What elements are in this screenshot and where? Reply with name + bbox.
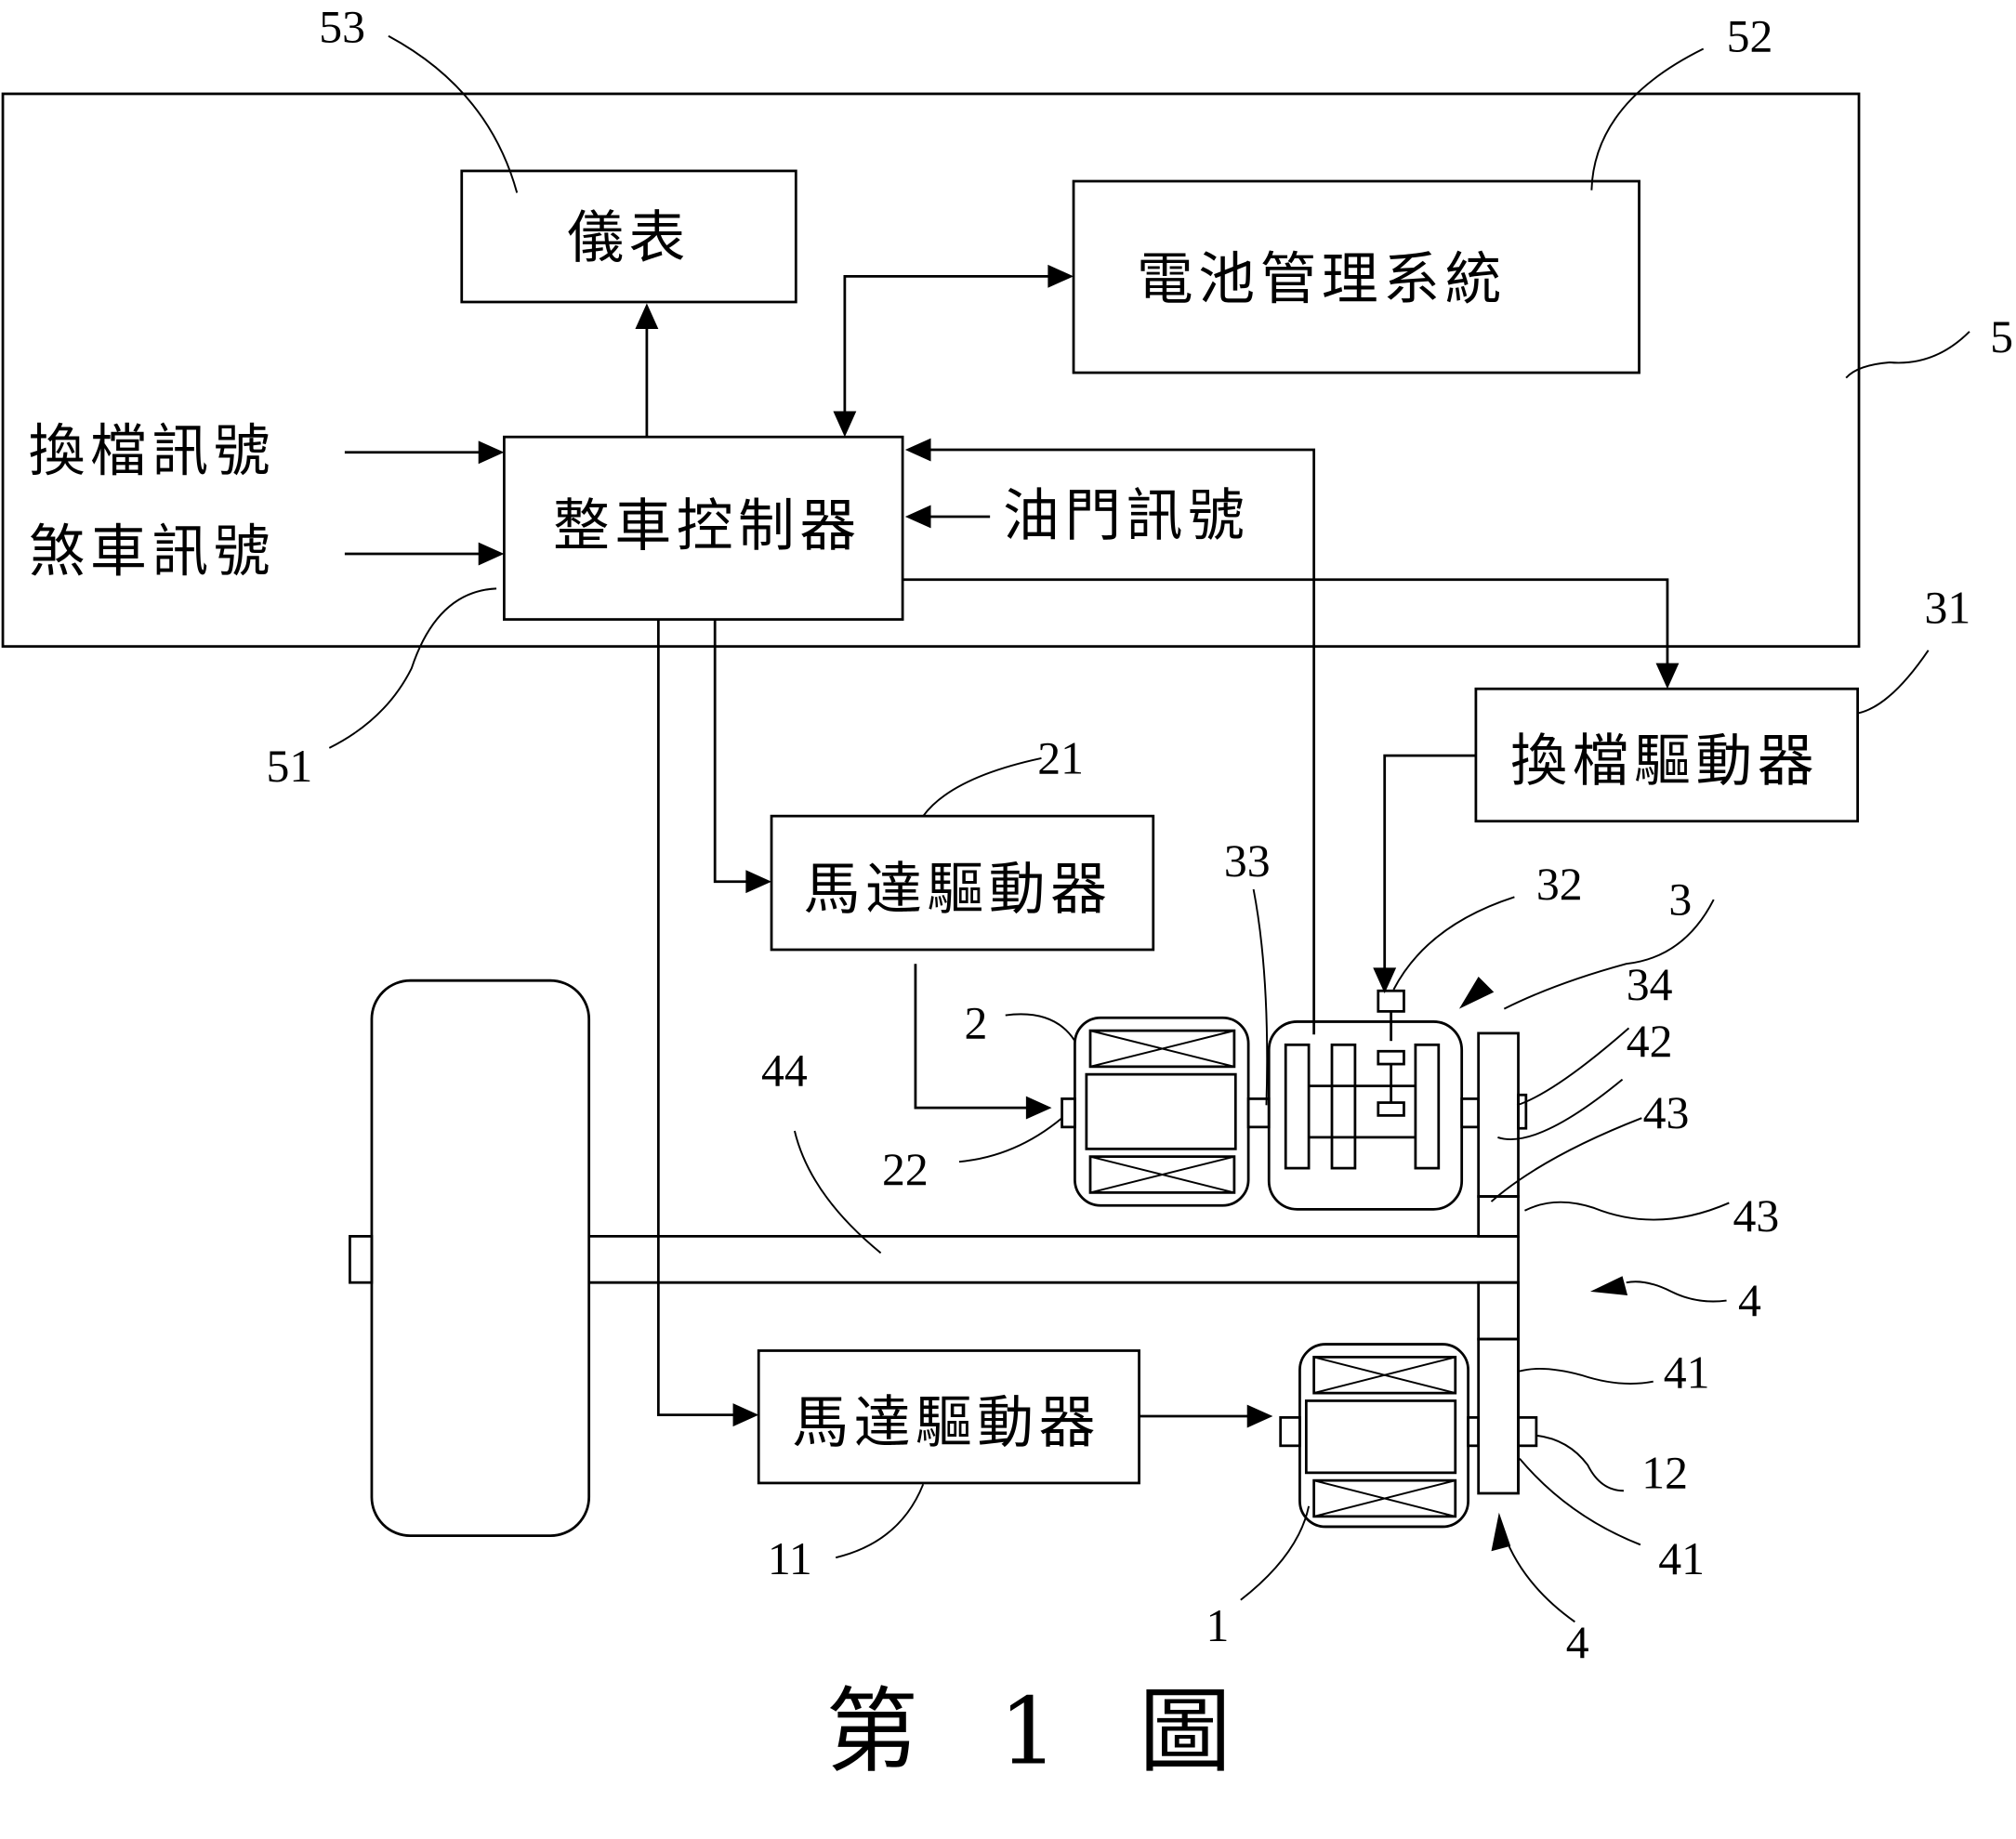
upper-driver-to-motor2-line [914, 964, 1029, 1110]
shift-driver-block: 換檔驅動器 [1474, 687, 1860, 823]
meter-label: 儀表 [567, 206, 691, 271]
ref-33: 33 [1224, 835, 1271, 887]
brake-signal-label: 煞車訊號 [29, 519, 275, 585]
indicator-arrow-4-bottom [1491, 1512, 1511, 1552]
upper-motor-driver-label: 馬達驅動器 [804, 858, 1113, 923]
ref-12: 12 [1641, 1447, 1688, 1498]
control-system-frame [1, 92, 1861, 649]
ref-4-right: 4 [1738, 1275, 1761, 1326]
ref-42: 42 [1627, 1016, 1673, 1067]
indicator-arrow-4-right [1589, 1276, 1628, 1296]
wheel-hub [349, 1235, 374, 1284]
vcu-label: 整車控制器 [553, 493, 862, 558]
figure-caption: 第 1 圖 [825, 1678, 1231, 1785]
ref-52: 52 [1727, 10, 1773, 61]
arrowhead [833, 411, 857, 438]
ref-41-upper: 41 [1664, 1347, 1710, 1399]
motor-2 [1061, 1016, 1271, 1207]
gear-41-upper [1477, 1281, 1520, 1341]
ref-4-bottom: 4 [1566, 1617, 1589, 1668]
ref-32: 32 [1536, 859, 1583, 910]
arrowhead [1025, 1096, 1052, 1120]
bms-label: 電池管理系統 [1137, 247, 1507, 312]
ref-22: 22 [882, 1144, 929, 1195]
arrowhead [904, 505, 931, 529]
ref-1: 1 [1206, 1600, 1229, 1651]
gear-42 [1477, 1031, 1520, 1198]
meter-block: 儀表 [460, 169, 797, 304]
ref-11: 11 [768, 1533, 812, 1584]
ref-3: 3 [1668, 874, 1692, 926]
shaft-34-stub [1517, 1093, 1528, 1130]
leader-lines [328, 34, 1970, 1623]
arrowhead [478, 440, 505, 465]
lower-motor-driver-label: 馬達驅動器 [792, 1391, 1100, 1456]
arrowhead [478, 542, 505, 566]
ref-43-lower: 43 [1733, 1190, 1779, 1241]
shift-driver-to-actuator-line [1383, 754, 1476, 971]
shift-signal-label: 換檔訊號 [29, 419, 275, 484]
gear-43 [1477, 1195, 1520, 1238]
vcu-block: 整車控制器 [503, 435, 904, 621]
lower-motor-driver-block: 馬達驅動器 [757, 1349, 1140, 1485]
throttle-signal-label: 油門訊號 [1003, 483, 1249, 548]
arrowhead [1655, 663, 1680, 690]
ref-41-lower: 41 [1658, 1533, 1705, 1584]
ref-51: 51 [267, 741, 313, 792]
ref-2: 2 [964, 997, 987, 1048]
arrowhead [1048, 264, 1074, 288]
arrowhead [1246, 1404, 1273, 1428]
bms-block: 電池管理系統 [1072, 179, 1640, 374]
ref-43-upper: 43 [1643, 1087, 1690, 1138]
arrowhead [732, 1403, 759, 1427]
ref-44: 44 [761, 1045, 808, 1097]
ref-53: 53 [319, 2, 365, 53]
vcu-to-lower-driver-line [656, 619, 736, 1417]
ref-5: 5 [1990, 311, 2013, 362]
upper-motor-driver-block: 馬達驅動器 [770, 814, 1155, 952]
ref-34: 34 [1627, 959, 1673, 1010]
gearbox-3 [1267, 989, 1481, 1211]
vcu-to-upper-driver-line [713, 619, 749, 884]
ref-21: 21 [1037, 733, 1084, 784]
wheel [370, 979, 591, 1538]
gear-feedback-line [928, 448, 1316, 1035]
shift-driver-label: 換檔驅動器 [1510, 729, 1819, 794]
indicator-arrow-3 [1458, 977, 1495, 1009]
ref-31: 31 [1925, 583, 1971, 634]
vcu-to-shift-driver-line [903, 578, 1669, 666]
arrowhead [635, 303, 659, 330]
vcu-bms-link [843, 274, 1051, 414]
gear-41 [1477, 1337, 1520, 1495]
arrowhead [1373, 967, 1397, 994]
arrowhead [904, 438, 931, 462]
motor-1 [1279, 1343, 1538, 1529]
arrowhead [745, 870, 772, 894]
